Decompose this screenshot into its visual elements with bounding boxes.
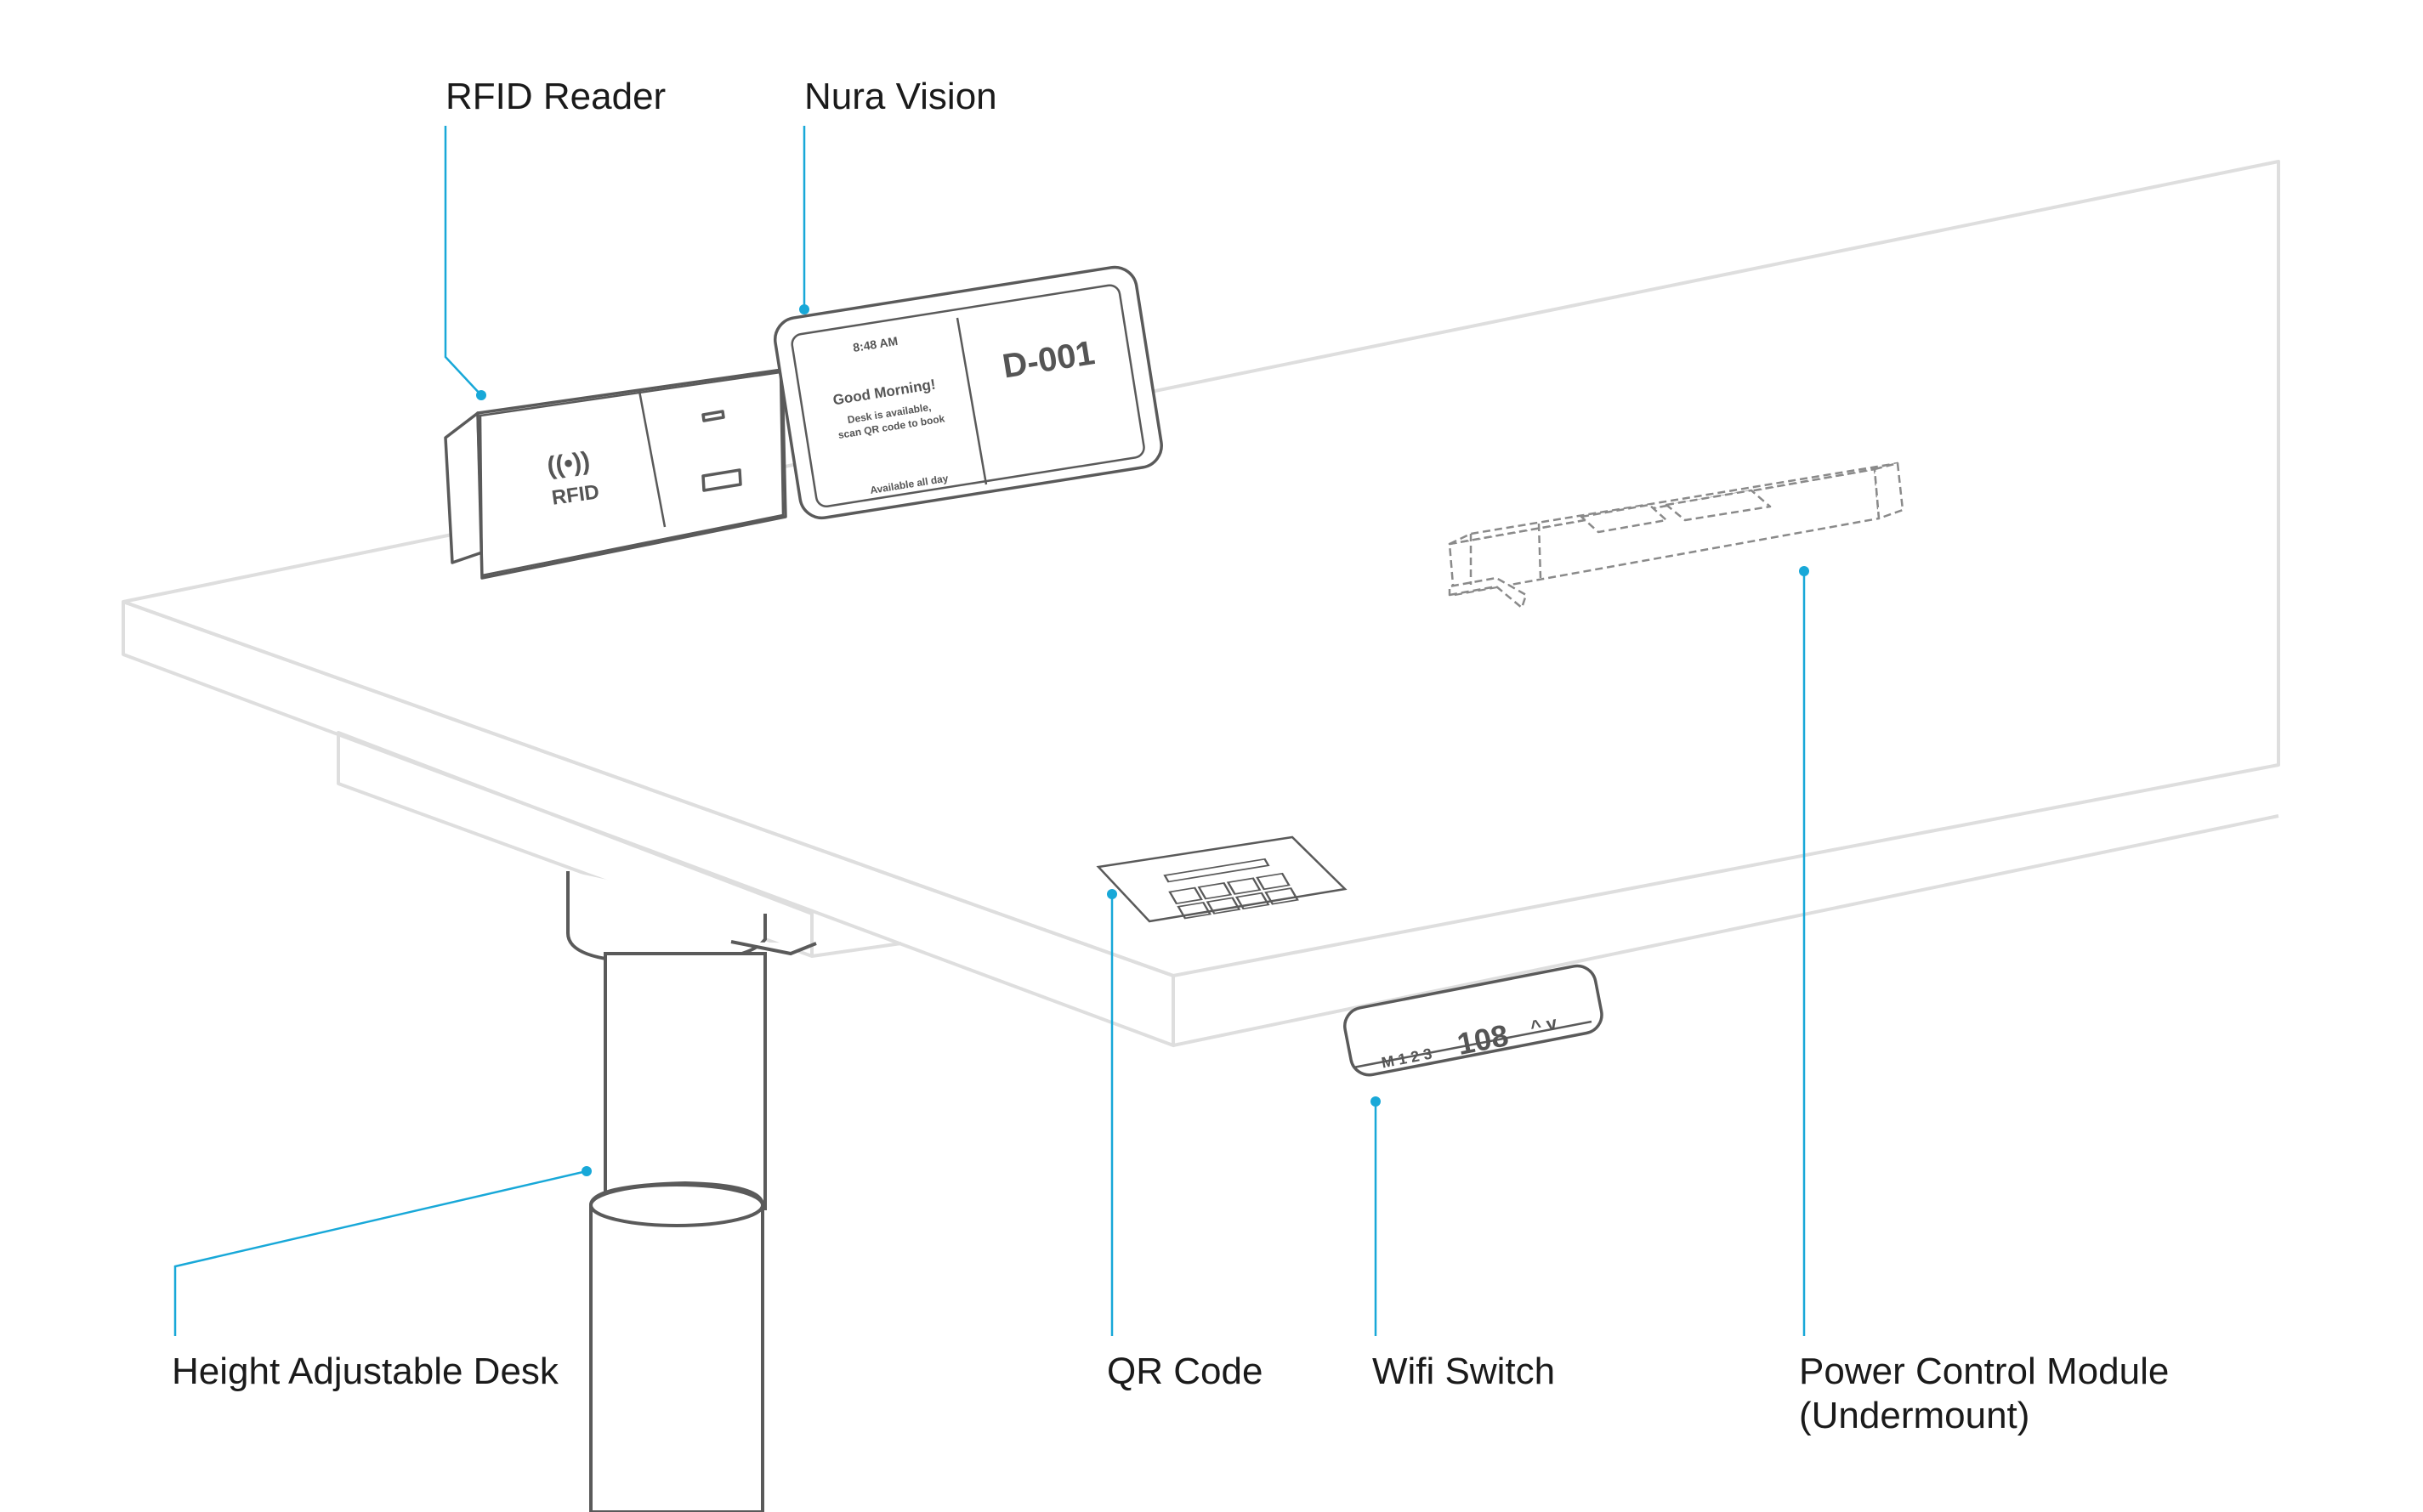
leader-lines xyxy=(173,126,1809,1336)
leader-dot-wifi xyxy=(1370,1096,1381,1107)
leader-dot-qr xyxy=(1107,889,1117,899)
leader-dot-rfid xyxy=(476,390,486,400)
label-rfid-reader: RFID Reader xyxy=(445,76,667,117)
power-control-module-device xyxy=(1448,462,1904,609)
label-nura-vision: Nura Vision xyxy=(804,76,997,117)
wifi-switch-device: M 1 2 3 108 ^ v xyxy=(1343,964,1603,1077)
label-height-adjustable-desk: Height Adjustable Desk xyxy=(172,1351,559,1392)
nura-vision-device: 8:48 AM Good Morning! Desk is available,… xyxy=(773,265,1163,520)
label-power-control-module: Power Control Module xyxy=(1799,1351,2170,1392)
label-power-control-module-undermount: (Undermount) xyxy=(1799,1395,2030,1436)
leader-rfid xyxy=(444,126,482,396)
leader-dot-desk xyxy=(582,1166,592,1176)
leader-dot-nura xyxy=(799,304,809,314)
label-qr-code: QR Code xyxy=(1107,1351,1263,1392)
leader-dot-power xyxy=(1799,566,1809,576)
switch-arrows: ^ v xyxy=(1529,1012,1559,1039)
desk-leg xyxy=(566,871,817,1512)
rfid-reader-device: ((•)) RFID xyxy=(444,368,787,580)
label-wifi-switch: Wifi Switch xyxy=(1372,1351,1556,1392)
qr-code-sticker xyxy=(1096,835,1348,923)
rfid-symbol: ((•)) xyxy=(545,447,592,481)
leader-desk xyxy=(173,1169,587,1336)
